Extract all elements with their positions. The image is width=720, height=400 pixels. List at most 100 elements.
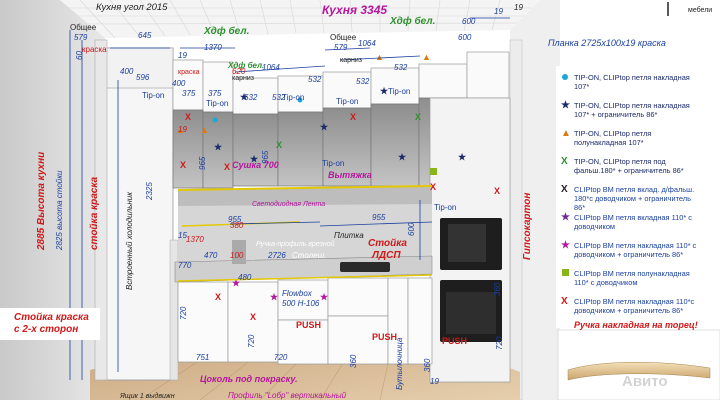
post-two-sides-label-2: с 2-х сторон bbox=[14, 324, 78, 335]
svg-text:X: X bbox=[180, 160, 186, 170]
dim-1064b: 1064 bbox=[358, 39, 376, 48]
dim-1064a: 1064 bbox=[262, 63, 280, 72]
tip-on-label-5: Tip-on bbox=[388, 87, 410, 96]
brand-box bbox=[668, 0, 720, 18]
svg-text:★: ★ bbox=[320, 292, 329, 302]
svg-text:★: ★ bbox=[240, 92, 249, 102]
push-label-3: PUSH bbox=[442, 336, 467, 346]
svg-text:★: ★ bbox=[270, 292, 279, 302]
plinth-label: Цоколь под покраску. bbox=[200, 374, 298, 384]
dim-19e: 19 bbox=[430, 377, 439, 386]
dim-19d: 19 bbox=[514, 3, 523, 12]
post-two-sides bbox=[169, 239, 179, 381]
dim-720a: 720 bbox=[179, 306, 188, 320]
svg-text:▲: ▲ bbox=[422, 52, 431, 62]
push-label-1: PUSH bbox=[296, 320, 321, 330]
dim-400a: 400 bbox=[120, 67, 134, 76]
dim-532c: 532 bbox=[308, 75, 322, 84]
bottle-rack-label: Бутылочница bbox=[395, 337, 404, 390]
chipboard-post-label-1: Стойка bbox=[368, 238, 407, 249]
fridge-height-label: 2325 bbox=[145, 182, 154, 201]
svg-text:X: X bbox=[350, 112, 356, 122]
countertop-label: Столеш. bbox=[292, 251, 326, 260]
watermark: Авито bbox=[622, 373, 668, 390]
svg-text:X: X bbox=[415, 112, 421, 122]
svg-text:▲: ▲ bbox=[200, 125, 209, 135]
upper-mezzanine bbox=[172, 51, 510, 115]
tip-on-label-1: Tip-on bbox=[142, 91, 164, 100]
legend-marker-icon: X bbox=[561, 296, 568, 307]
cornice-label-2: карниз bbox=[340, 57, 362, 64]
legend-panel bbox=[556, 66, 720, 328]
plank-label: Планка 2725х100х19 краска bbox=[548, 38, 666, 48]
flowbox-label-2: 500 H-106 bbox=[282, 299, 320, 308]
svg-text:X: X bbox=[215, 292, 221, 302]
post-height-label: 2825 высота стойки bbox=[55, 170, 64, 251]
common-left-label: Общее bbox=[70, 23, 97, 32]
svg-text:▲: ▲ bbox=[176, 125, 185, 135]
drawer-label: Ящик 1 выдвижн bbox=[119, 392, 175, 400]
end-handle-image bbox=[567, 361, 711, 381]
tip-on-label-7: Tip-on bbox=[434, 203, 456, 212]
gypsum-label: Гипсокартон bbox=[522, 193, 533, 260]
dim-360a: 360 bbox=[349, 354, 358, 368]
paint-side-label: краска bbox=[178, 69, 200, 76]
dim-532d: 532 bbox=[356, 77, 370, 86]
main-title: Кухня 3345 bbox=[322, 3, 387, 17]
cornice-label: карниз bbox=[232, 75, 254, 82]
dim-596: 596 bbox=[136, 73, 150, 82]
chipboard-post-label-2: ЛДСП bbox=[371, 250, 401, 261]
legend-marker-icon: ★ bbox=[561, 240, 570, 251]
dim-600c: 600 bbox=[407, 222, 416, 236]
svg-text:▲: ▲ bbox=[375, 52, 384, 62]
ceiling bbox=[60, 0, 540, 39]
legend-marker-icon bbox=[562, 269, 569, 276]
post-two-sides-label-1: Стойка краска bbox=[14, 312, 89, 323]
tip-on-label-3: Tip-on bbox=[282, 93, 304, 102]
hdf-left-label: Хдф бел. bbox=[203, 25, 249, 37]
dim-15: 15 bbox=[178, 231, 187, 240]
led-label: Светодиодная Лента bbox=[252, 200, 325, 208]
dim-579a: 579 bbox=[74, 33, 88, 42]
handle-profile-label: Ручка-профиль врезной bbox=[256, 240, 335, 248]
hdf-top-label: Хдф бел. bbox=[227, 61, 264, 70]
tip-on-label-6: Tip-on bbox=[322, 159, 344, 168]
dim-955a: 955 bbox=[228, 215, 242, 224]
legend-marker-icon: ★ bbox=[561, 100, 570, 111]
dim-720b: 720 bbox=[247, 334, 256, 348]
svg-text:★: ★ bbox=[320, 122, 329, 132]
dim-19c: 19 bbox=[178, 125, 187, 134]
legend-text: CLIPtop BM петля вклад. д/фальш.180*с до… bbox=[574, 185, 694, 212]
svg-text:X: X bbox=[224, 162, 230, 172]
svg-text:★: ★ bbox=[380, 86, 389, 96]
dryer-label: Сушка 700 bbox=[232, 160, 279, 170]
dim-480: 480 bbox=[238, 273, 252, 282]
faucet bbox=[232, 240, 246, 264]
fridge-column bbox=[104, 47, 174, 381]
svg-text:★: ★ bbox=[458, 152, 467, 162]
hdf-right-label: Хдф бел. bbox=[389, 15, 435, 27]
svg-text:★: ★ bbox=[250, 154, 259, 164]
dim-380: 380 bbox=[230, 221, 244, 230]
common-mid-label: Общее bbox=[330, 33, 357, 42]
svg-text:X: X bbox=[276, 140, 282, 150]
dim-579b: 579 bbox=[334, 43, 348, 52]
dim-532b: 532 bbox=[272, 93, 286, 102]
dim-1370b: 1370 bbox=[186, 235, 204, 244]
fridge-top-box bbox=[104, 47, 174, 89]
dim-100: 100 bbox=[230, 251, 244, 260]
profile-handle bbox=[177, 274, 433, 282]
dim-620: 620 bbox=[232, 67, 246, 76]
kitchen-height-label: 2885 Высота кухни bbox=[36, 152, 47, 251]
